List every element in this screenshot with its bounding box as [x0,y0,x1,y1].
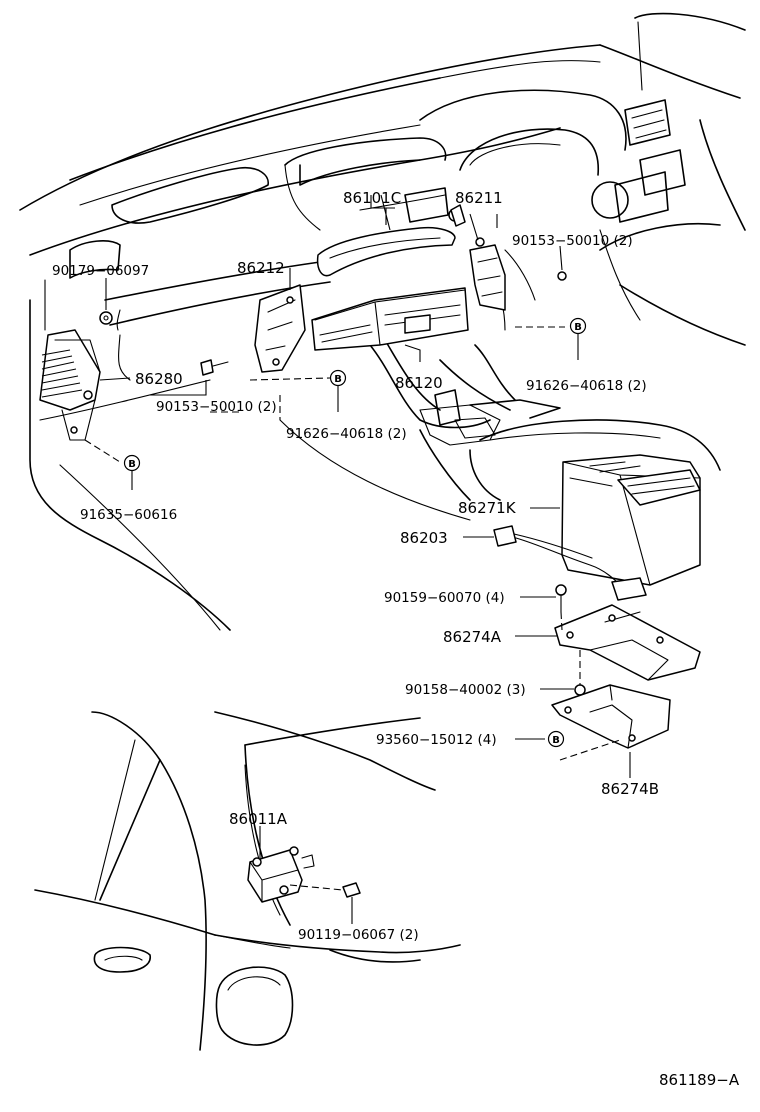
part-86211-right-bracket [469,237,567,311]
part-86274B-bracket-lower [551,684,671,749]
marker-b-left: B [123,454,141,472]
part-90153-50010-screw-left [200,359,229,376]
label-86120: 86120 [395,374,443,392]
part-90119-06067-bolt [342,882,361,898]
marker-letter: B [128,459,136,470]
marker-letter: B [334,374,342,385]
label-90153-50010-left: 90153−50010 (2) [156,399,277,415]
part-86212-left-bracket [254,284,306,373]
marker-letter: B [552,735,560,746]
label-86011A: 86011A [229,810,288,828]
part-86011A-antenna-amplifier [247,846,315,903]
part-90179-06097-clip [99,311,113,325]
dashboard-outline [19,12,746,631]
marker-b-center: B [329,369,347,387]
part-86280-amplifier [39,329,101,441]
label-86280: 86280 [135,370,183,388]
label-93560-15012: 93560−15012 (4) [376,732,497,748]
label-86274B: 86274B [601,780,659,798]
part-labels: 86101C 86211 90153−50010 (2) 90179−06097… [52,189,740,1089]
label-91635-60616: 91635−60616 [80,507,177,523]
label-86211: 86211 [455,189,503,207]
part-86101C-radio-bezel [316,204,466,277]
label-86212: 86212 [237,259,285,277]
label-86101C: 86101C [343,189,401,207]
label-86203: 86203 [400,529,448,547]
part-86271K-navigation-ecu [561,454,701,586]
label-90119-06067: 90119−06067 (2) [298,927,419,943]
part-86203-wire-harness [493,525,647,601]
rear-quarter-outline [34,711,461,1051]
part-86274A-bracket-upper [554,604,701,681]
marker-b-right: B [569,317,587,335]
label-86271K: 86271K [458,499,517,517]
label-90159-60070: 90159−60070 (4) [384,590,505,606]
label-91626-40618-right: 91626−40618 (2) [526,378,647,394]
leader-lines [84,194,631,924]
diagram-code: 861189−A [659,1071,740,1089]
part-90159-60070-screw [555,584,567,613]
marker-b-bracket: B [547,730,565,748]
label-90158-40002: 90158−40002 (3) [405,682,526,698]
marker-letter: B [574,322,582,333]
label-90179-06097: 90179−06097 [52,263,149,279]
part-86120-radio-receiver [311,287,469,351]
label-90153-50010-right: 90153−50010 (2) [512,233,633,249]
label-91626-40618-left: 91626−40618 (2) [286,426,407,442]
label-86274A: 86274A [443,628,502,646]
